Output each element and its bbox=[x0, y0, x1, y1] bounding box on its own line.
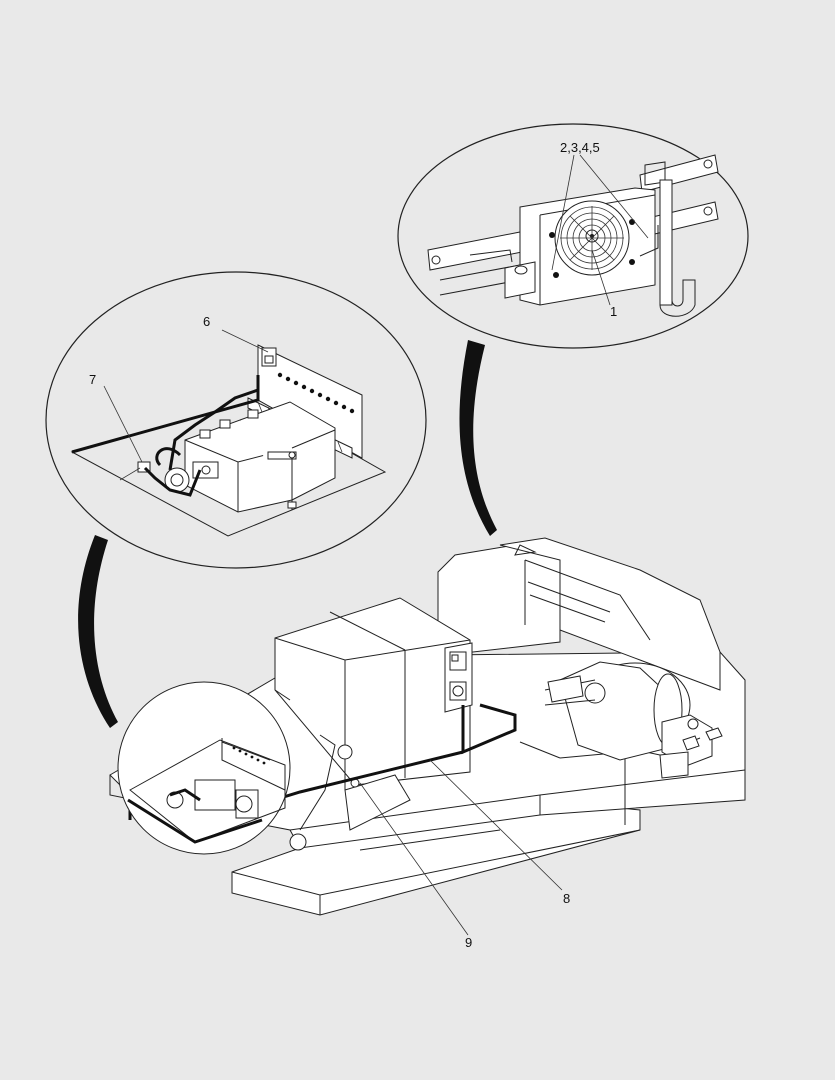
leader-2345-b bbox=[579, 154, 649, 239]
leader-6 bbox=[221, 329, 269, 353]
battery-detail-ellipse bbox=[45, 271, 427, 569]
leader-8 bbox=[429, 759, 563, 891]
leader-2345-a bbox=[551, 154, 575, 271]
callout-7: 7 bbox=[89, 372, 96, 387]
connector-arc-left bbox=[78, 535, 118, 728]
battery-detail-small bbox=[117, 681, 291, 855]
connector-arc-right bbox=[459, 340, 497, 536]
leader-9 bbox=[359, 782, 469, 936]
fan-detail-ellipse bbox=[397, 123, 749, 349]
leader-7 bbox=[103, 385, 143, 463]
callout-9: 9 bbox=[465, 935, 472, 950]
callout-2345: 2,3,4,5 bbox=[560, 140, 600, 155]
leader-1 bbox=[591, 249, 611, 306]
callout-1: 1 bbox=[610, 304, 617, 319]
small-terminal-row bbox=[232, 746, 266, 765]
callout-8: 8 bbox=[563, 891, 570, 906]
terminal-row bbox=[277, 372, 355, 414]
callout-6: 6 bbox=[203, 314, 210, 329]
